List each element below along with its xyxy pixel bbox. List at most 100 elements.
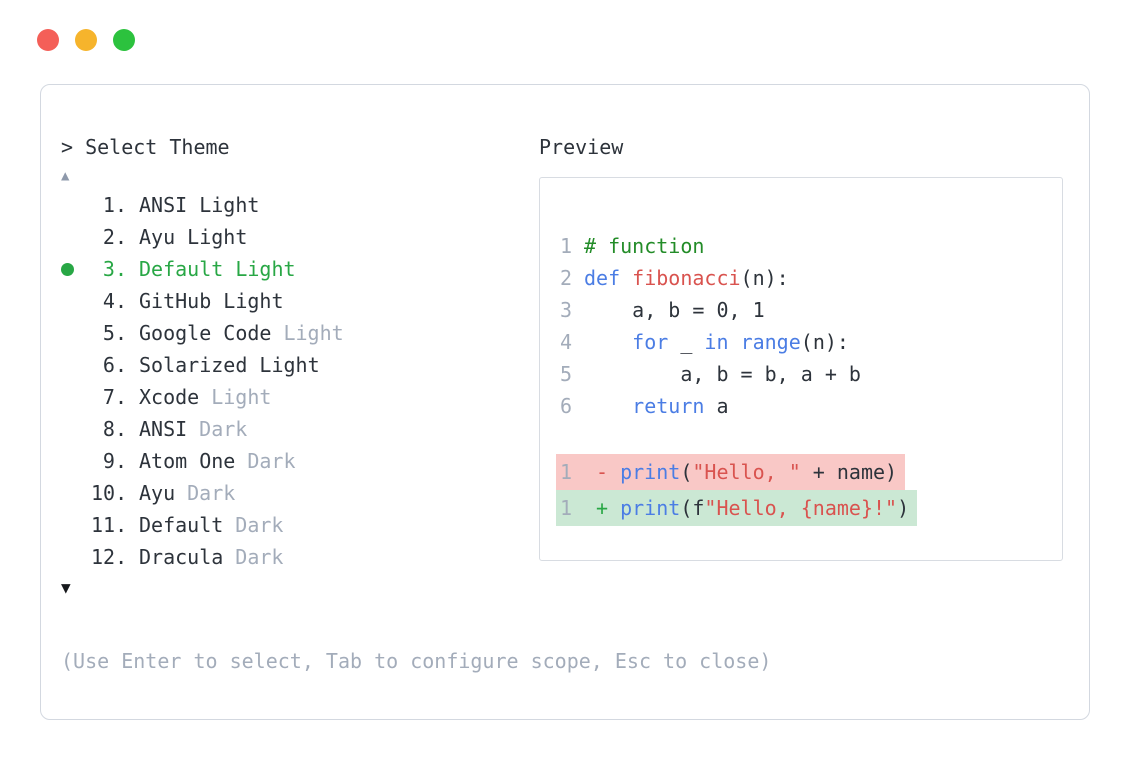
selected-indicator-dot [61, 327, 74, 340]
scroll-down-icon[interactable]: ▼ [61, 578, 71, 597]
theme-number: 4. [102, 289, 127, 313]
theme-variant: Dark [199, 417, 248, 441]
code-token: "Hello, " [692, 460, 801, 484]
theme-option[interactable]: 8. ANSI Dark [61, 413, 539, 445]
code-token: ) [897, 496, 910, 520]
theme-name: Google Code [139, 321, 272, 345]
code-token: for [632, 330, 669, 354]
theme-name: Dracula [139, 545, 224, 569]
line-number: 6 [560, 394, 573, 418]
theme-option[interactable]: 3. Default Light [61, 253, 539, 285]
code-token: range [740, 330, 801, 354]
code-token: (n): [800, 330, 849, 354]
theme-name: GitHub Light [139, 289, 284, 313]
selected-indicator-dot [61, 231, 74, 244]
line-number: 3 [560, 298, 573, 322]
theme-variant: Dark [187, 481, 236, 505]
line-number: 5 [560, 362, 573, 386]
theme-variant: Dark [235, 545, 284, 569]
code-token: _ [668, 330, 705, 354]
selected-indicator-dot [61, 519, 74, 532]
diff-plus-sign: + [596, 496, 621, 520]
line-number: 1 [560, 460, 573, 484]
theme-number: 5. [102, 321, 127, 345]
theme-name: Atom One [139, 449, 236, 473]
theme-name: Solarized Light [139, 353, 320, 377]
theme-option[interactable]: 6.Solarized Light [61, 349, 539, 381]
selected-indicator-dot [61, 359, 74, 372]
code-token [584, 330, 632, 354]
diff-removed-line: 1- print("Hello, " + name) [556, 454, 1062, 490]
code-token: a [704, 394, 729, 418]
theme-variant: Light [283, 321, 344, 345]
code-token: + name) [800, 460, 898, 484]
diff-added-line: 1+ print(f"Hello, {name}!") [556, 490, 1062, 526]
selected-indicator-dot [61, 487, 74, 500]
theme-option[interactable]: 5. Google Code Light [61, 317, 539, 349]
theme-number: 9. [102, 449, 127, 473]
window-controls [37, 29, 135, 51]
close-window-button[interactable] [37, 29, 59, 51]
theme-selector-window: > Select Theme ▲ 1.ANSI Light 2. Ayu Ligh… [40, 84, 1090, 720]
code-token [584, 394, 632, 418]
line-number: 2 [560, 266, 573, 290]
code-token: print [620, 496, 681, 520]
selected-indicator-dot [61, 199, 74, 212]
theme-number: 12. [91, 545, 128, 569]
theme-name: Default [139, 513, 224, 537]
code-token: in [704, 330, 729, 354]
theme-variant: Dark [235, 513, 284, 537]
selected-indicator-dot [61, 295, 74, 308]
theme-list: 1.ANSI Light 2. Ayu Light 3. Default Light… [61, 189, 539, 573]
zoom-window-button[interactable] [113, 29, 135, 51]
diff-section: 1- print("Hello, " + name) 1+ print(f"He… [556, 454, 1062, 526]
theme-option[interactable]: 7. Xcode Light [61, 381, 539, 413]
selected-indicator-dot [61, 262, 74, 276]
theme-name: Ayu [139, 481, 176, 505]
theme-name: Default Light [139, 257, 296, 281]
code-token: return [632, 394, 705, 418]
theme-name: ANSI [139, 417, 188, 441]
diff-minus-sign: - [596, 460, 621, 484]
code-token: fibonacci [632, 266, 741, 290]
selected-indicator-dot [61, 455, 74, 468]
preview-title: Preview [539, 135, 624, 159]
code-token: a, b = 0, 1 [584, 298, 765, 322]
theme-number: 3. [102, 257, 127, 281]
theme-option[interactable]: 2. Ayu Light [61, 221, 539, 253]
code-line: 3 a, b = 0, 1 [560, 294, 1062, 326]
theme-name: Xcode [139, 385, 200, 409]
theme-number: 7. [102, 385, 127, 409]
theme-number: 8. [102, 417, 127, 441]
theme-name: ANSI Light [139, 193, 260, 217]
theme-list-column: > Select Theme ▲ 1.ANSI Light 2. Ayu Ligh… [61, 131, 539, 603]
scroll-up-icon[interactable]: ▲ [61, 168, 70, 184]
theme-name: Ayu Light [139, 225, 248, 249]
select-theme-prompt: > Select Theme [61, 135, 230, 159]
selected-indicator-dot [61, 423, 74, 436]
code-line: 1# function [560, 230, 1062, 262]
theme-option[interactable]: 12. Dracula Dark [61, 541, 539, 573]
code-line: 6 return a [560, 390, 1062, 422]
theme-option[interactable]: 4. GitHub Light [61, 285, 539, 317]
code-line: 5 a, b = b, a + b [560, 358, 1062, 390]
minimize-window-button[interactable] [75, 29, 97, 51]
theme-number: 2. [102, 225, 127, 249]
theme-variant: Dark [247, 449, 296, 473]
usage-hint: (Use Enter to select, Tab to configure s… [61, 649, 772, 673]
theme-option[interactable]: 9. Atom One Dark [61, 445, 539, 477]
line-number: 4 [560, 330, 573, 354]
diff-added-highlight: 1+ print(f"Hello, {name}!") [556, 490, 918, 526]
selected-indicator-dot [61, 551, 74, 564]
code-token: # function [584, 234, 705, 258]
theme-option[interactable]: 1.ANSI Light [61, 189, 539, 221]
panel-body: > Select Theme ▲ 1.ANSI Light 2. Ayu Ligh… [61, 131, 1063, 603]
code-token: print [620, 460, 681, 484]
theme-variant: Light [211, 385, 272, 409]
code-token: (f [680, 496, 705, 520]
